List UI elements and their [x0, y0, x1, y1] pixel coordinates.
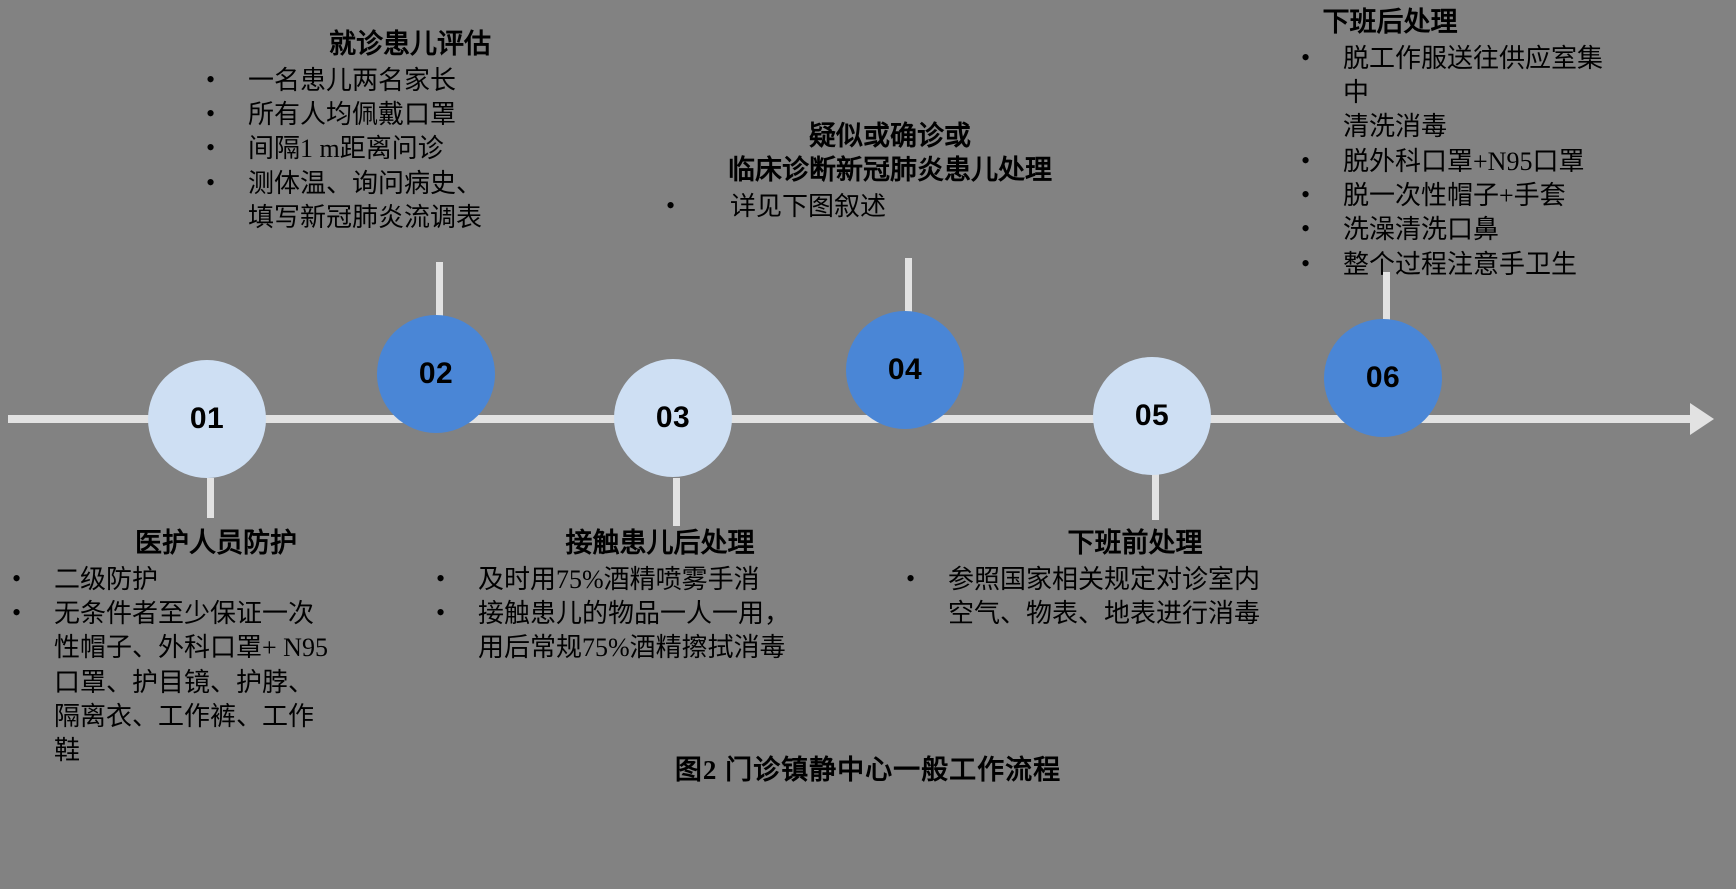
list-item: 所有人均佩戴口罩 [200, 97, 620, 132]
block-step1: 医护人员防护 二级防护 无条件者至少保证一次 性帽子、外科口罩+ N95 口罩、… [6, 527, 426, 769]
timeline-node-03[interactable]: 03 [614, 359, 732, 477]
list-item: 及时用75%酒精喷雾手消 [430, 562, 890, 597]
block-step6: 下班后处理 脱工作服送往供应室集中 清洗消毒 脱外科口罩+N95口罩 脱一次性帽… [1165, 6, 1615, 282]
node-label-03: 03 [655, 401, 691, 434]
block-step4-list: 详见下图叙述 [660, 188, 1120, 224]
node-label-02: 02 [418, 357, 454, 390]
list-item: 洗澡清洗口鼻 [1295, 212, 1615, 247]
figure-caption: 图2 门诊镇静中心一般工作流程 [674, 755, 1062, 785]
block-step4: 疑似或确诊或 临床诊断新冠肺炎患儿处理 详见下图叙述 [660, 120, 1120, 224]
stem-step6 [1383, 272, 1390, 320]
timeline-node-04[interactable]: 04 [846, 311, 964, 429]
list-item: 整个过程注意手卫生 [1295, 247, 1615, 282]
list-item: 脱外科口罩+N95口罩 [1295, 144, 1615, 179]
node-label-06: 06 [1365, 361, 1401, 394]
block-step6-list: 脱工作服送往供应室集中 清洗消毒 脱外科口罩+N95口罩 脱一次性帽子+手套 洗… [1165, 41, 1615, 282]
list-item: 无条件者至少保证一次 性帽子、外科口罩+ N95 口罩、护目镜、护脖、 隔离衣、… [6, 596, 426, 769]
list-item: 二级防护 [6, 562, 426, 597]
list-item: 脱工作服送往供应室集中 清洗消毒 [1295, 41, 1615, 145]
stem-step5 [1152, 472, 1159, 520]
list-item: 详见下图叙述 [660, 188, 1120, 224]
block-step1-list: 二级防护 无条件者至少保证一次 性帽子、外科口罩+ N95 口罩、护目镜、护脖、… [6, 562, 426, 769]
node-label-04: 04 [887, 353, 923, 386]
list-item: 参照国家相关规定对诊室内 空气、物表、地表进行消毒 [900, 562, 1370, 632]
stem-step3 [673, 478, 680, 526]
block-step5: 下班前处理 参照国家相关规定对诊室内 空气、物表、地表进行消毒 [900, 527, 1370, 631]
block-step3-heading: 接触患儿后处理 [565, 528, 755, 558]
block-step2-heading: 就诊患儿评估 [329, 29, 491, 59]
stem-step1 [207, 478, 214, 518]
block-step1-heading: 医护人员防护 [135, 528, 297, 558]
stem-step2 [436, 262, 443, 317]
block-step2-list: 一名患儿两名家长 所有人均佩戴口罩 间隔1 m距离问诊 测体温、询问病史、 填写… [200, 63, 620, 236]
timeline-node-02[interactable]: 02 [377, 315, 495, 433]
list-item: 一名患儿两名家长 [200, 63, 620, 98]
list-item: 接触患儿的物品一人一用， 用后常规75%酒精擦拭消毒 [430, 596, 890, 666]
block-step5-list: 参照国家相关规定对诊室内 空气、物表、地表进行消毒 [900, 562, 1370, 632]
list-item: 测体温、询问病史、 填写新冠肺炎流调表 [200, 166, 620, 236]
block-step4-heading: 疑似或确诊或 临床诊断新冠肺炎患儿处理 [728, 121, 1052, 185]
stem-step4 [905, 258, 912, 318]
list-item: 间隔1 m距离问诊 [200, 131, 620, 166]
block-step3: 接触患儿后处理 及时用75%酒精喷雾手消 接触患儿的物品一人一用， 用后常规75… [430, 527, 890, 666]
timeline-axis [8, 415, 1698, 423]
node-label-05: 05 [1134, 399, 1170, 432]
block-step6-heading: 下班后处理 [1322, 7, 1458, 37]
timeline-node-06[interactable]: 06 [1324, 319, 1442, 437]
block-step5-heading: 下班前处理 [1067, 528, 1203, 558]
block-step3-list: 及时用75%酒精喷雾手消 接触患儿的物品一人一用， 用后常规75%酒精擦拭消毒 [430, 562, 890, 666]
timeline-node-01[interactable]: 01 [148, 360, 266, 478]
block-step2: 就诊患儿评估 一名患儿两名家长 所有人均佩戴口罩 间隔1 m距离问诊 测体温、询… [200, 28, 620, 235]
list-item: 脱一次性帽子+手套 [1295, 178, 1615, 213]
node-label-01: 01 [189, 402, 225, 435]
timeline-node-05[interactable]: 05 [1093, 357, 1211, 475]
timeline-arrow-icon [1690, 403, 1714, 435]
